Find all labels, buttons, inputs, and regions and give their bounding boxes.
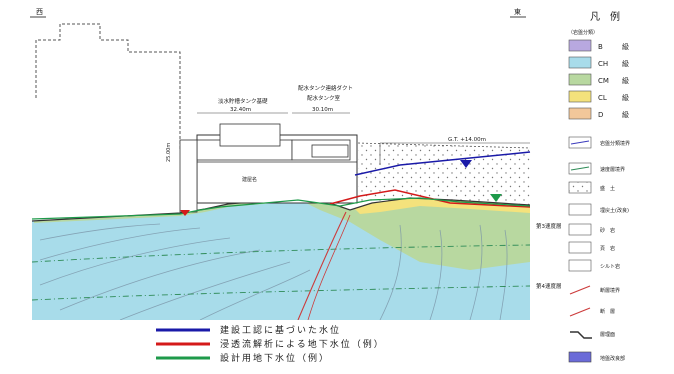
- water-level-legend: 建設工認に基づいた水位 浸透流解析による地下水位（例） 設計用地下水位（例）: [156, 324, 385, 364]
- svg-text:CM: CM: [598, 77, 609, 85]
- dim-a: 32.40m: [230, 107, 251, 113]
- symbol-rock-boundary: 岩盤分類境界: [568, 136, 630, 149]
- svg-text:B: B: [598, 43, 603, 51]
- svg-text:断 層: 断 層: [600, 308, 615, 315]
- legend-line-2: 浸透流解析による地下水位（例）: [220, 338, 385, 350]
- svg-text:地盤改良部: 地盤改良部: [600, 355, 625, 362]
- svg-text:頁 岩: 頁 岩: [600, 245, 615, 252]
- legend-title: 凡 例: [590, 10, 620, 23]
- direction-west: 西: [30, 8, 46, 18]
- svg-text:埋戻土(改良): 埋戻土(改良): [600, 207, 629, 214]
- svg-text:断層境界: 断層境界: [600, 287, 620, 294]
- svg-text:級: 級: [622, 76, 629, 85]
- symbol-backfill: 埋戻土(改良): [568, 203, 629, 216]
- construction-water-level: [354, 151, 531, 176]
- tank-foundation-label: 淡水貯槽タンク基礎: [218, 97, 268, 105]
- rock-layers: [32, 198, 530, 320]
- gl-label: G.T. +14.00m: [448, 137, 486, 143]
- svg-text:盛 土: 盛 土: [600, 185, 615, 192]
- svg-text:級: 級: [622, 93, 629, 102]
- symbol-fault: 断 層: [569, 307, 615, 317]
- symbol-velocity-boundary: 速度層境界: [568, 162, 625, 175]
- existing-building-outline: [35, 23, 181, 150]
- seepage-water-level: [329, 189, 531, 208]
- dim-b: 30.10m: [312, 107, 333, 113]
- rock-class-b: B 級: [568, 39, 629, 52]
- svg-text:砂 岩: 砂 岩: [600, 227, 615, 234]
- direction-east: 東: [510, 7, 526, 18]
- svg-text:級: 級: [622, 110, 629, 119]
- legend-subtitle: （岩盤分類）: [568, 29, 598, 36]
- rock-class-d: D 級: [568, 107, 629, 120]
- svg-text:CL: CL: [598, 94, 607, 102]
- legend-line-1: 建設工認に基づいた水位: [220, 324, 341, 336]
- right-legend: 凡 例 （岩盤分類） B 級 CH 級 CM 級 CL 級 D 級: [568, 10, 630, 363]
- rock-class-cm: CM 級: [568, 73, 629, 86]
- symbol-shale: 頁 岩: [568, 241, 615, 254]
- rock-class-ch: CH 級: [568, 56, 629, 69]
- symbol-ground-improvement: 地盤改良部: [568, 351, 625, 363]
- east-label: 東: [514, 7, 521, 16]
- west-label: 西: [36, 8, 43, 16]
- svg-text:岩盤分類境界: 岩盤分類境界: [600, 140, 630, 147]
- zone3-label: 第3速度層: [536, 222, 562, 230]
- symbol-siltstone: シルト岩: [568, 259, 620, 272]
- design-water-level: [31, 197, 531, 220]
- symbol-fill: 盛 土: [568, 181, 615, 194]
- building-label: 建屋名: [242, 176, 257, 183]
- svg-text:級: 級: [622, 42, 629, 51]
- tank-b-label: 配水タンク室: [307, 94, 341, 102]
- symbol-fault-boundary: 断層境界: [569, 285, 620, 295]
- svg-text:層理面: 層理面: [600, 332, 615, 338]
- duct-label: 配水タンク連絡ダクト: [298, 84, 353, 92]
- tank-structure: 建屋名: [179, 123, 358, 213]
- cm-class-zone: [300, 200, 530, 270]
- fault-line: [297, 211, 347, 320]
- symbol-sandstone: 砂 岩: [568, 223, 615, 236]
- svg-text:シルト岩: シルト岩: [600, 263, 620, 270]
- legend-line-3: 設計用地下水位（例）: [220, 352, 330, 364]
- left-height: 25.00m: [166, 143, 172, 162]
- dimension-labels: 淡水貯槽タンク基礎 配水タンク連絡ダクト 配水タンク室 32.40m 30.10…: [166, 84, 530, 165]
- svg-text:級: 級: [622, 59, 629, 68]
- svg-text:速度層境界: 速度層境界: [600, 166, 625, 173]
- svg-text:CH: CH: [598, 60, 608, 68]
- zone4-label: 第4速度層: [536, 282, 562, 290]
- rock-class-cl: CL 級: [568, 90, 629, 103]
- svg-text:D: D: [598, 111, 603, 119]
- fill-soil-area: [358, 143, 530, 205]
- symbol-bedding: 層理面: [570, 331, 615, 339]
